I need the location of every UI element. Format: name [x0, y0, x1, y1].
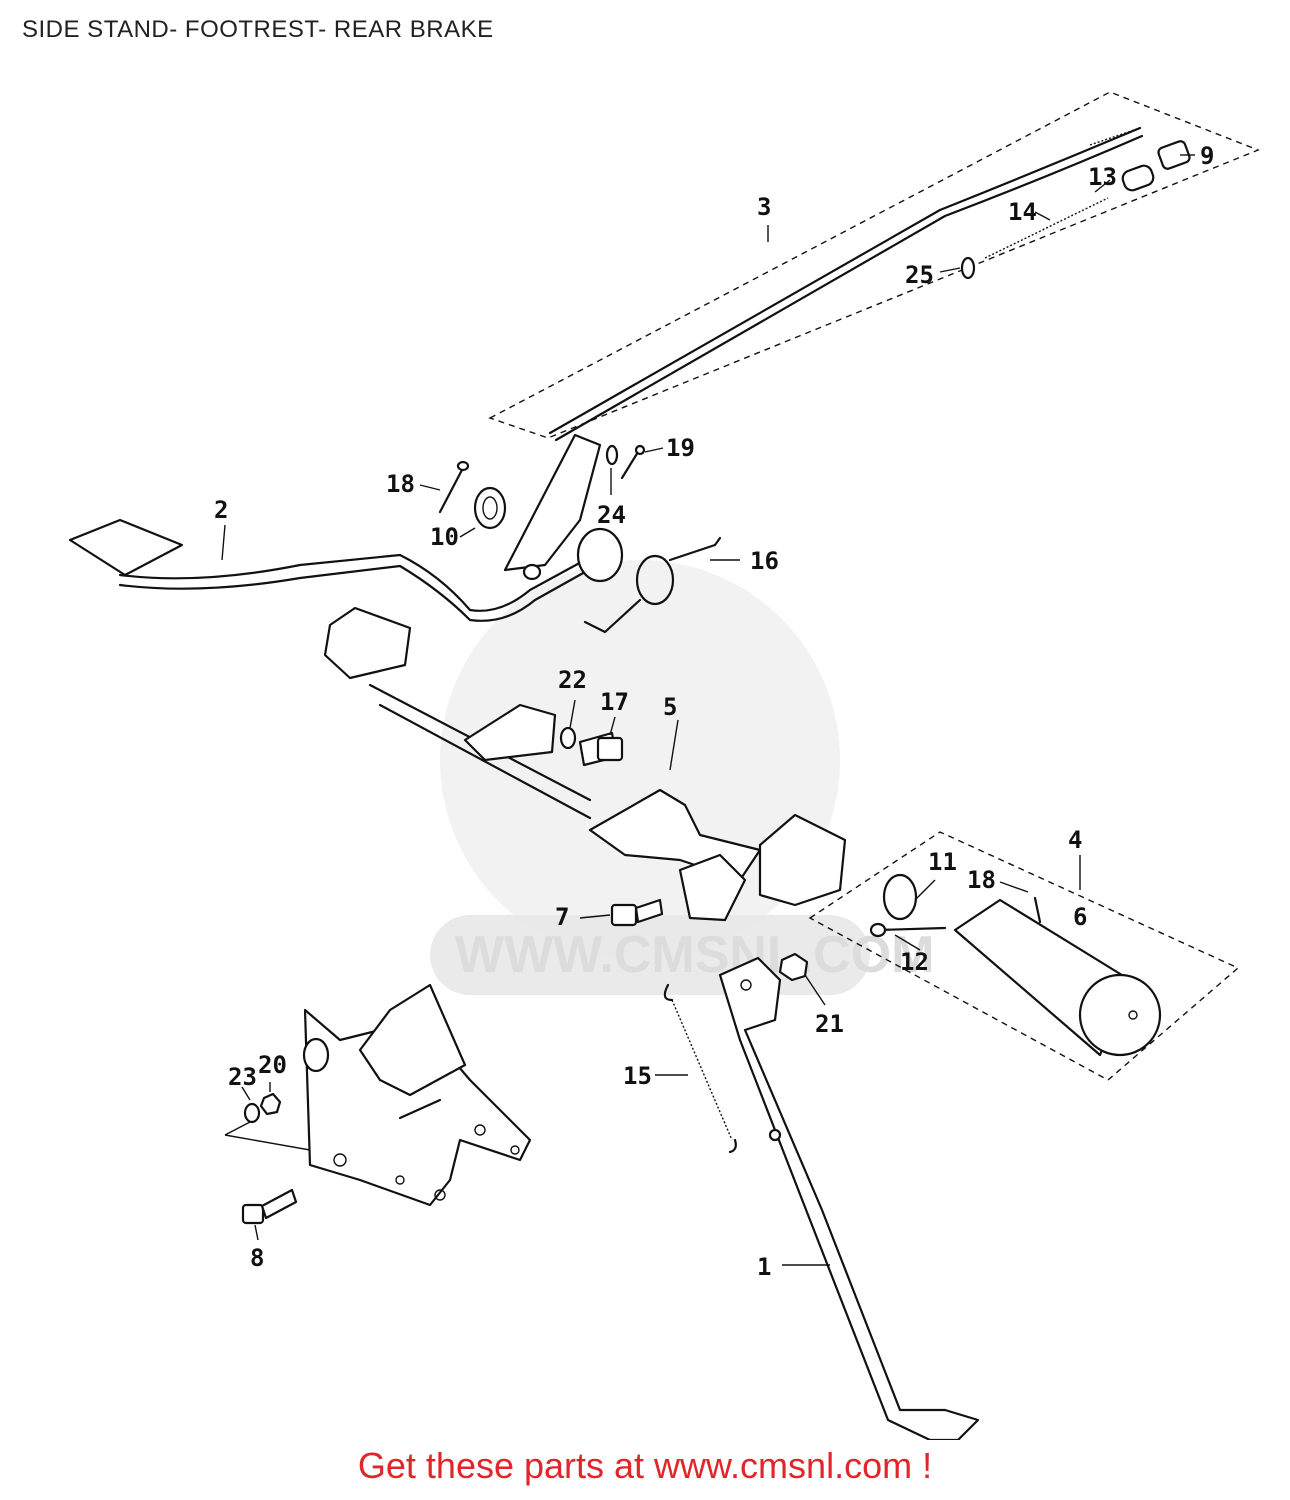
cotter-pin-18-upper	[438, 460, 470, 514]
callout-10: 10	[430, 523, 459, 551]
rod-assembly-outline	[488, 91, 1260, 439]
rod-joint	[1121, 164, 1155, 192]
washer-25	[960, 256, 976, 280]
callout-2: 2	[214, 496, 228, 524]
watermark-logo: WWW.CMSNL.COM	[430, 560, 934, 995]
callout-5: 5	[663, 693, 677, 721]
callout-15: 15	[623, 1062, 652, 1090]
side-stand	[718, 956, 980, 1440]
adjusting-nut	[1157, 140, 1191, 170]
callout-3: 3	[757, 193, 771, 221]
callout-18-lower: 18	[967, 866, 996, 894]
bolt-17	[578, 731, 624, 767]
callout-21: 21	[815, 1010, 844, 1038]
washer-22	[559, 726, 577, 750]
mounting-bracket	[302, 983, 532, 1207]
footrest-pin-11	[882, 873, 918, 921]
nut-20	[259, 1092, 282, 1116]
parts-diagram: WWW.CMSNL.COM	[68, 91, 1260, 1440]
diagram-title: SIDE STAND- FOOTREST- REAR BRAKE	[22, 16, 494, 43]
footer-link-text[interactable]: Get these parts at www.cmsnl.com !	[357, 1445, 933, 1486]
callout-23: 23	[228, 1063, 257, 1091]
callout-19: 19	[666, 434, 695, 462]
callout-8: 8	[250, 1244, 264, 1272]
callout-7: 7	[555, 903, 569, 931]
bolt-7	[610, 898, 664, 927]
pedal-washer	[473, 486, 507, 530]
brake-pedal	[68, 433, 624, 622]
leader-lines	[221, 154, 1195, 1266]
stand-spring	[663, 983, 737, 1154]
callout-24: 24	[597, 501, 626, 529]
footrest-bar	[323, 606, 847, 922]
callout-22: 22	[558, 666, 587, 694]
callout-16: 16	[750, 547, 779, 575]
bolt-8	[241, 1188, 298, 1225]
pedal-return-spring	[583, 536, 722, 634]
footrest-rubber	[953, 898, 1162, 1057]
footrest-pin-12	[869, 922, 947, 938]
callout-12: 12	[900, 948, 929, 976]
watermark-text: WWW.CMSNL.COM	[455, 926, 934, 984]
callout-11: 11	[928, 848, 957, 876]
washer-23	[243, 1102, 261, 1124]
callout-13: 13	[1088, 163, 1117, 191]
brake-rod	[548, 126, 1144, 442]
callout-18-upper: 18	[386, 470, 415, 498]
callout-1: 1	[757, 1253, 771, 1281]
washer-24	[605, 444, 619, 466]
callout-25: 25	[905, 261, 934, 289]
callout-6: 6	[1073, 903, 1087, 931]
callout-9: 9	[1200, 142, 1214, 170]
cotter-pin-18-lower	[1033, 896, 1042, 924]
brake-rod-spring	[984, 197, 1109, 259]
callout-20: 20	[258, 1051, 287, 1079]
callout-17: 17	[600, 688, 629, 716]
footrest-assembly-outline	[808, 831, 1240, 1081]
cotter-pin-19	[620, 444, 646, 480]
callout-labels: 1 2 3 4 5 6 7 8 9 10 11 12 13 14 15 16 1…	[214, 142, 1214, 1281]
callout-14: 14	[1008, 198, 1037, 226]
callout-4: 4	[1068, 826, 1082, 854]
